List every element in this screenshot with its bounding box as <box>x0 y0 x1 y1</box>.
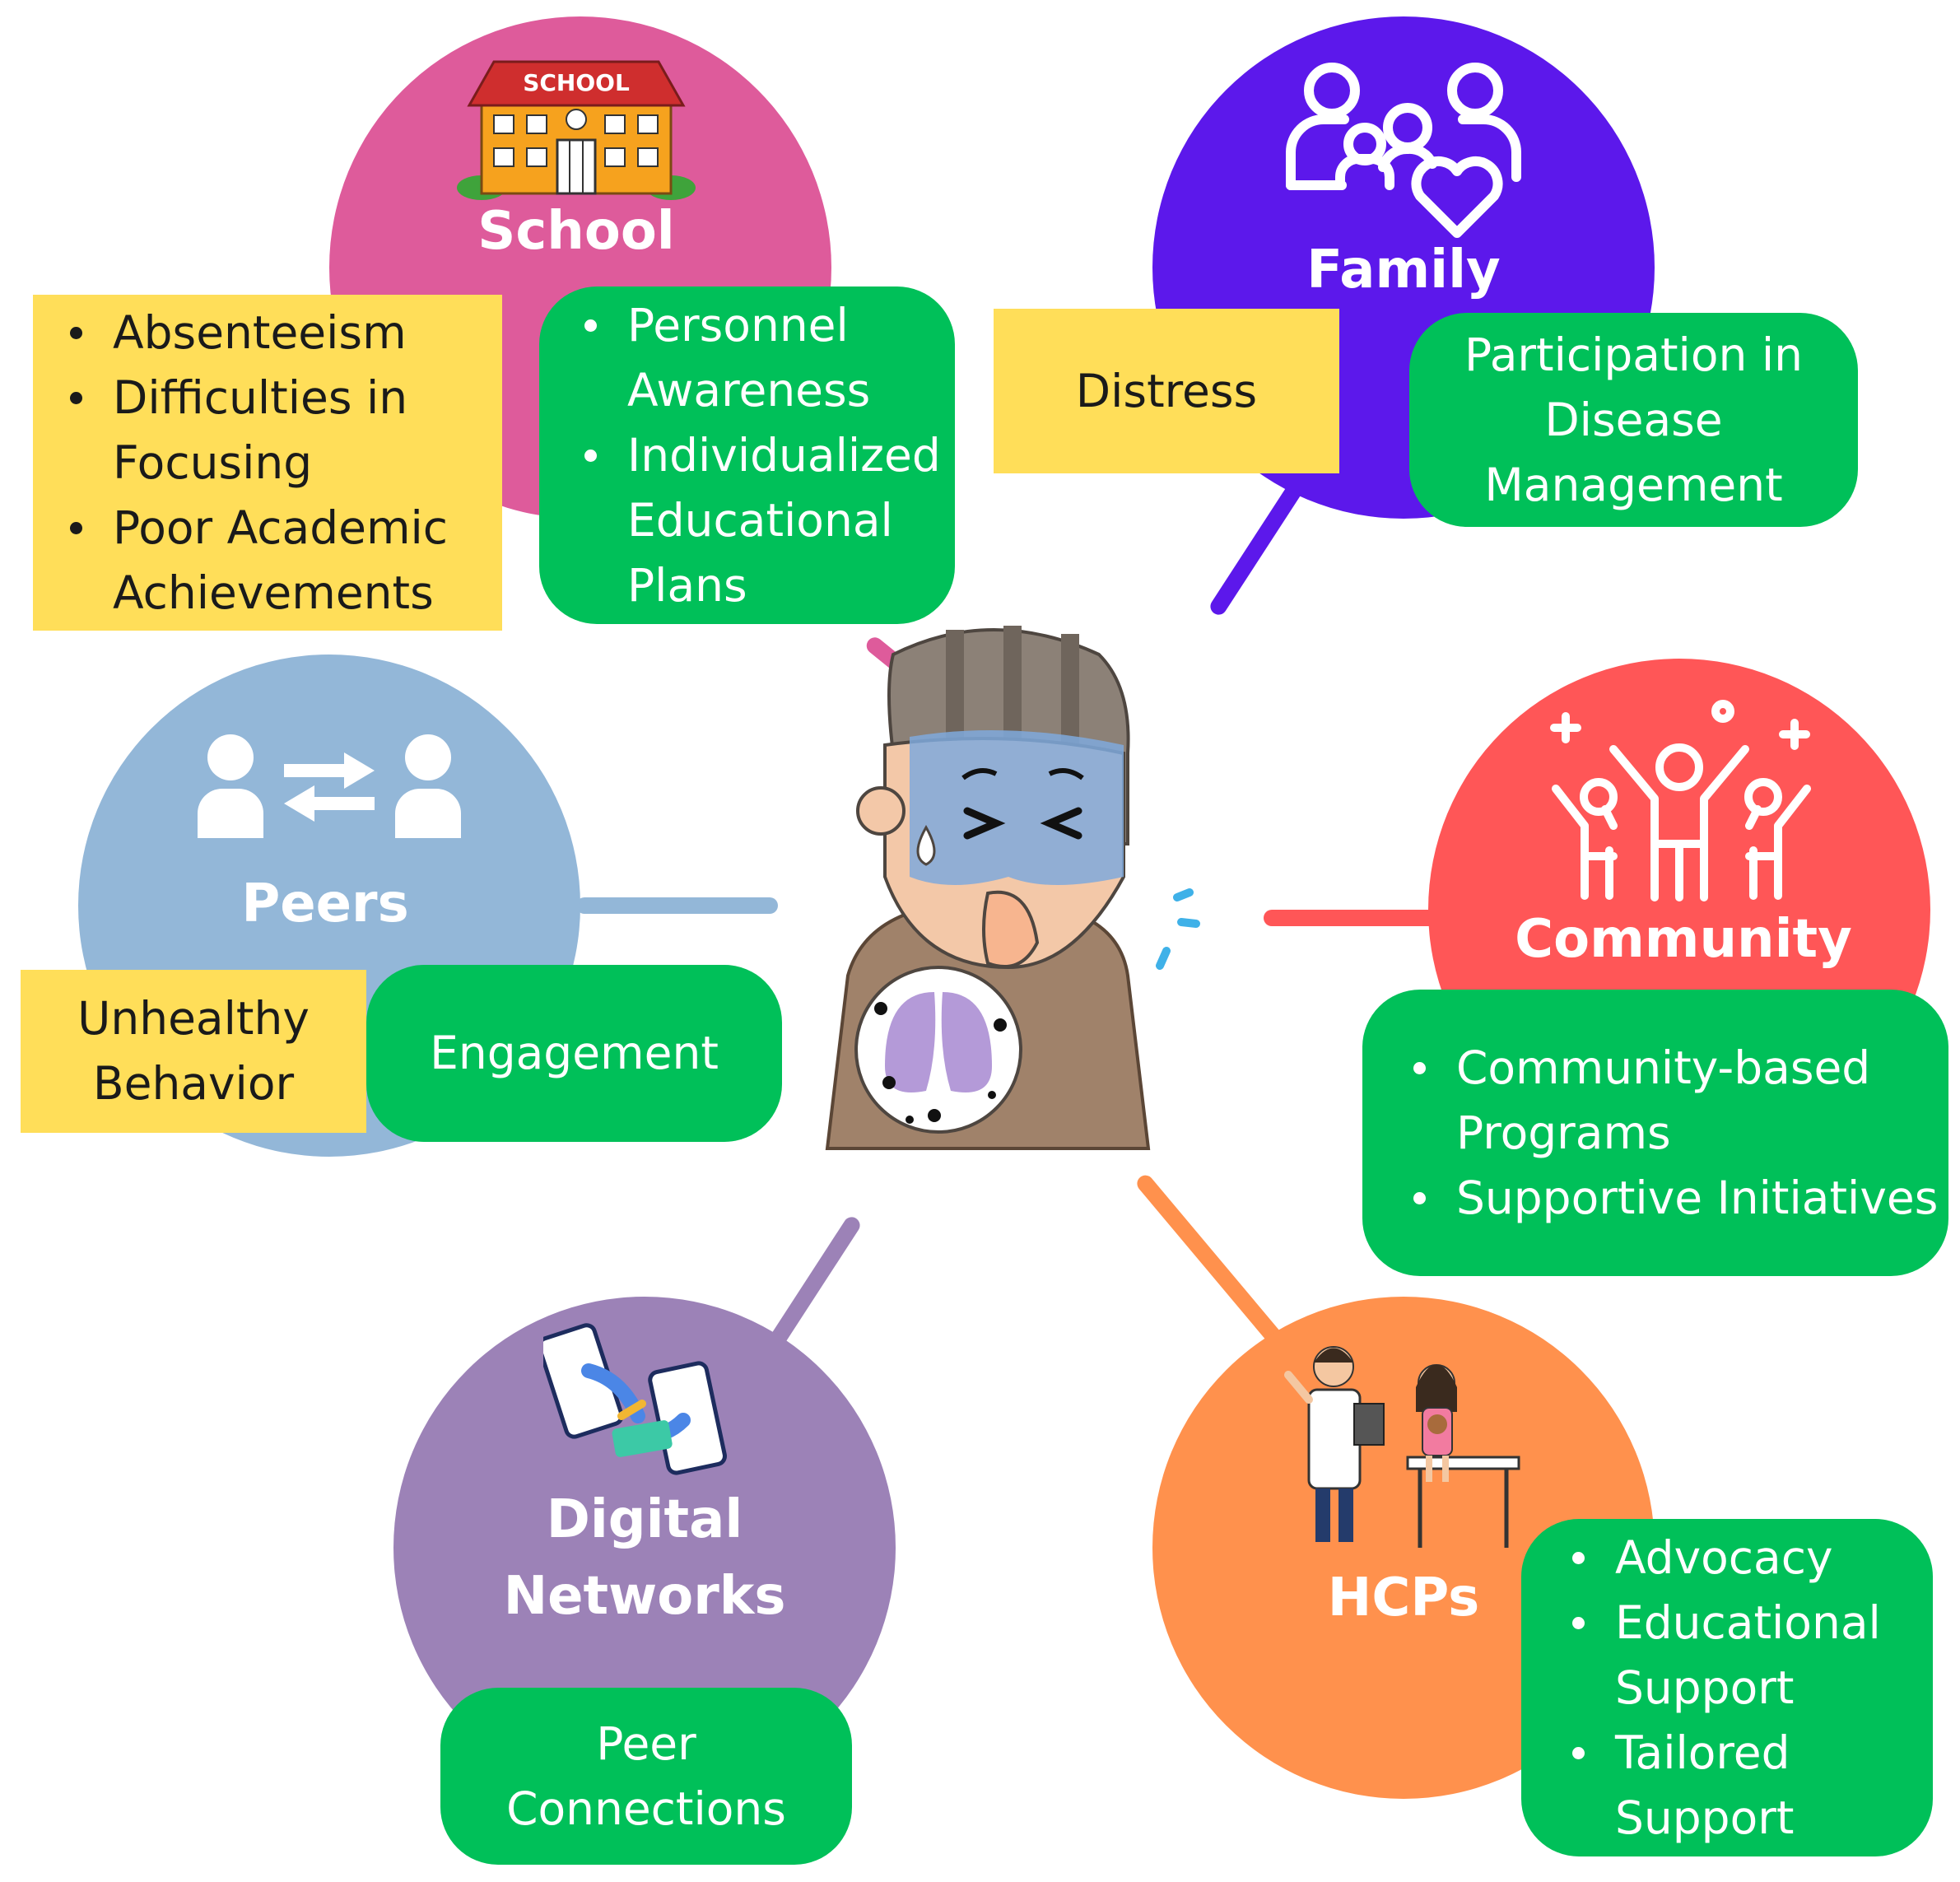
family-heart-icon <box>1284 62 1523 239</box>
hcps-connector-line <box>1134 1172 1287 1350</box>
list-item: Supportive Initiatives <box>1405 1166 1948 1231</box>
doctor-child-icon <box>1284 1342 1523 1552</box>
school-sign-text: SCHOOL <box>523 69 630 96</box>
peers-connector-line <box>576 897 778 914</box>
peer-exchange-icon <box>198 731 461 842</box>
list-item: Tailored Support <box>1564 1721 1862 1851</box>
list-item: Personnel Awareness <box>576 293 924 423</box>
peers-support-box: Engagement <box>366 965 782 1142</box>
digital-support-text: Peer Connections <box>506 1717 786 1835</box>
school-challenges-box: Absenteeism Difficulties in Focusing Poo… <box>33 295 502 631</box>
peers-title: Peers <box>241 873 409 934</box>
school-supports-box: Personnel Awareness Individualized Educa… <box>539 286 955 624</box>
peers-challenge-box: Unhealthy Behavior <box>21 970 366 1133</box>
list-item: Advocacy <box>1564 1526 1933 1591</box>
list-item: Individualized Educational Plans <box>576 423 973 618</box>
school-title: School <box>477 201 675 262</box>
list-item: Educational Support <box>1564 1591 1928 1721</box>
digital-title-line2: Networks <box>503 1566 786 1627</box>
list-item: Community-based Programs <box>1405 1036 1917 1166</box>
community-celebration-icon <box>1548 700 1815 901</box>
community-title: Community <box>1515 909 1852 970</box>
list-item: Poor Academic Achievements <box>62 496 491 626</box>
digital-title-line1: Digital <box>546 1489 743 1550</box>
hcps-supports-box: Advocacy Educational Support Tailored Su… <box>1521 1519 1933 1856</box>
school-building-icon: SCHOOL <box>457 58 696 202</box>
peers-challenge-text: Unhealthy Behavior <box>77 992 310 1110</box>
list-item: Absenteeism <box>62 300 502 366</box>
peers-support-text: Engagement <box>430 1027 719 1079</box>
family-support-box: Participation in Disease Management <box>1409 313 1858 527</box>
family-challenge-box: Distress <box>994 309 1339 473</box>
family-support-text: Participation in Disease Management <box>1464 328 1803 511</box>
digital-support-box: Peer Connections <box>440 1688 852 1865</box>
family-challenge-text: Distress <box>1075 364 1258 417</box>
hcps-title: HCPs <box>1327 1568 1480 1628</box>
coughing-child-icon <box>811 622 1214 1157</box>
list-item: Difficulties in Focusing <box>62 366 459 496</box>
phones-connection-icon <box>543 1321 733 1482</box>
community-supports-box: Community-based Programs Supportive Init… <box>1362 990 1948 1276</box>
community-connector-line <box>1264 910 1461 926</box>
family-title: Family <box>1306 240 1501 300</box>
